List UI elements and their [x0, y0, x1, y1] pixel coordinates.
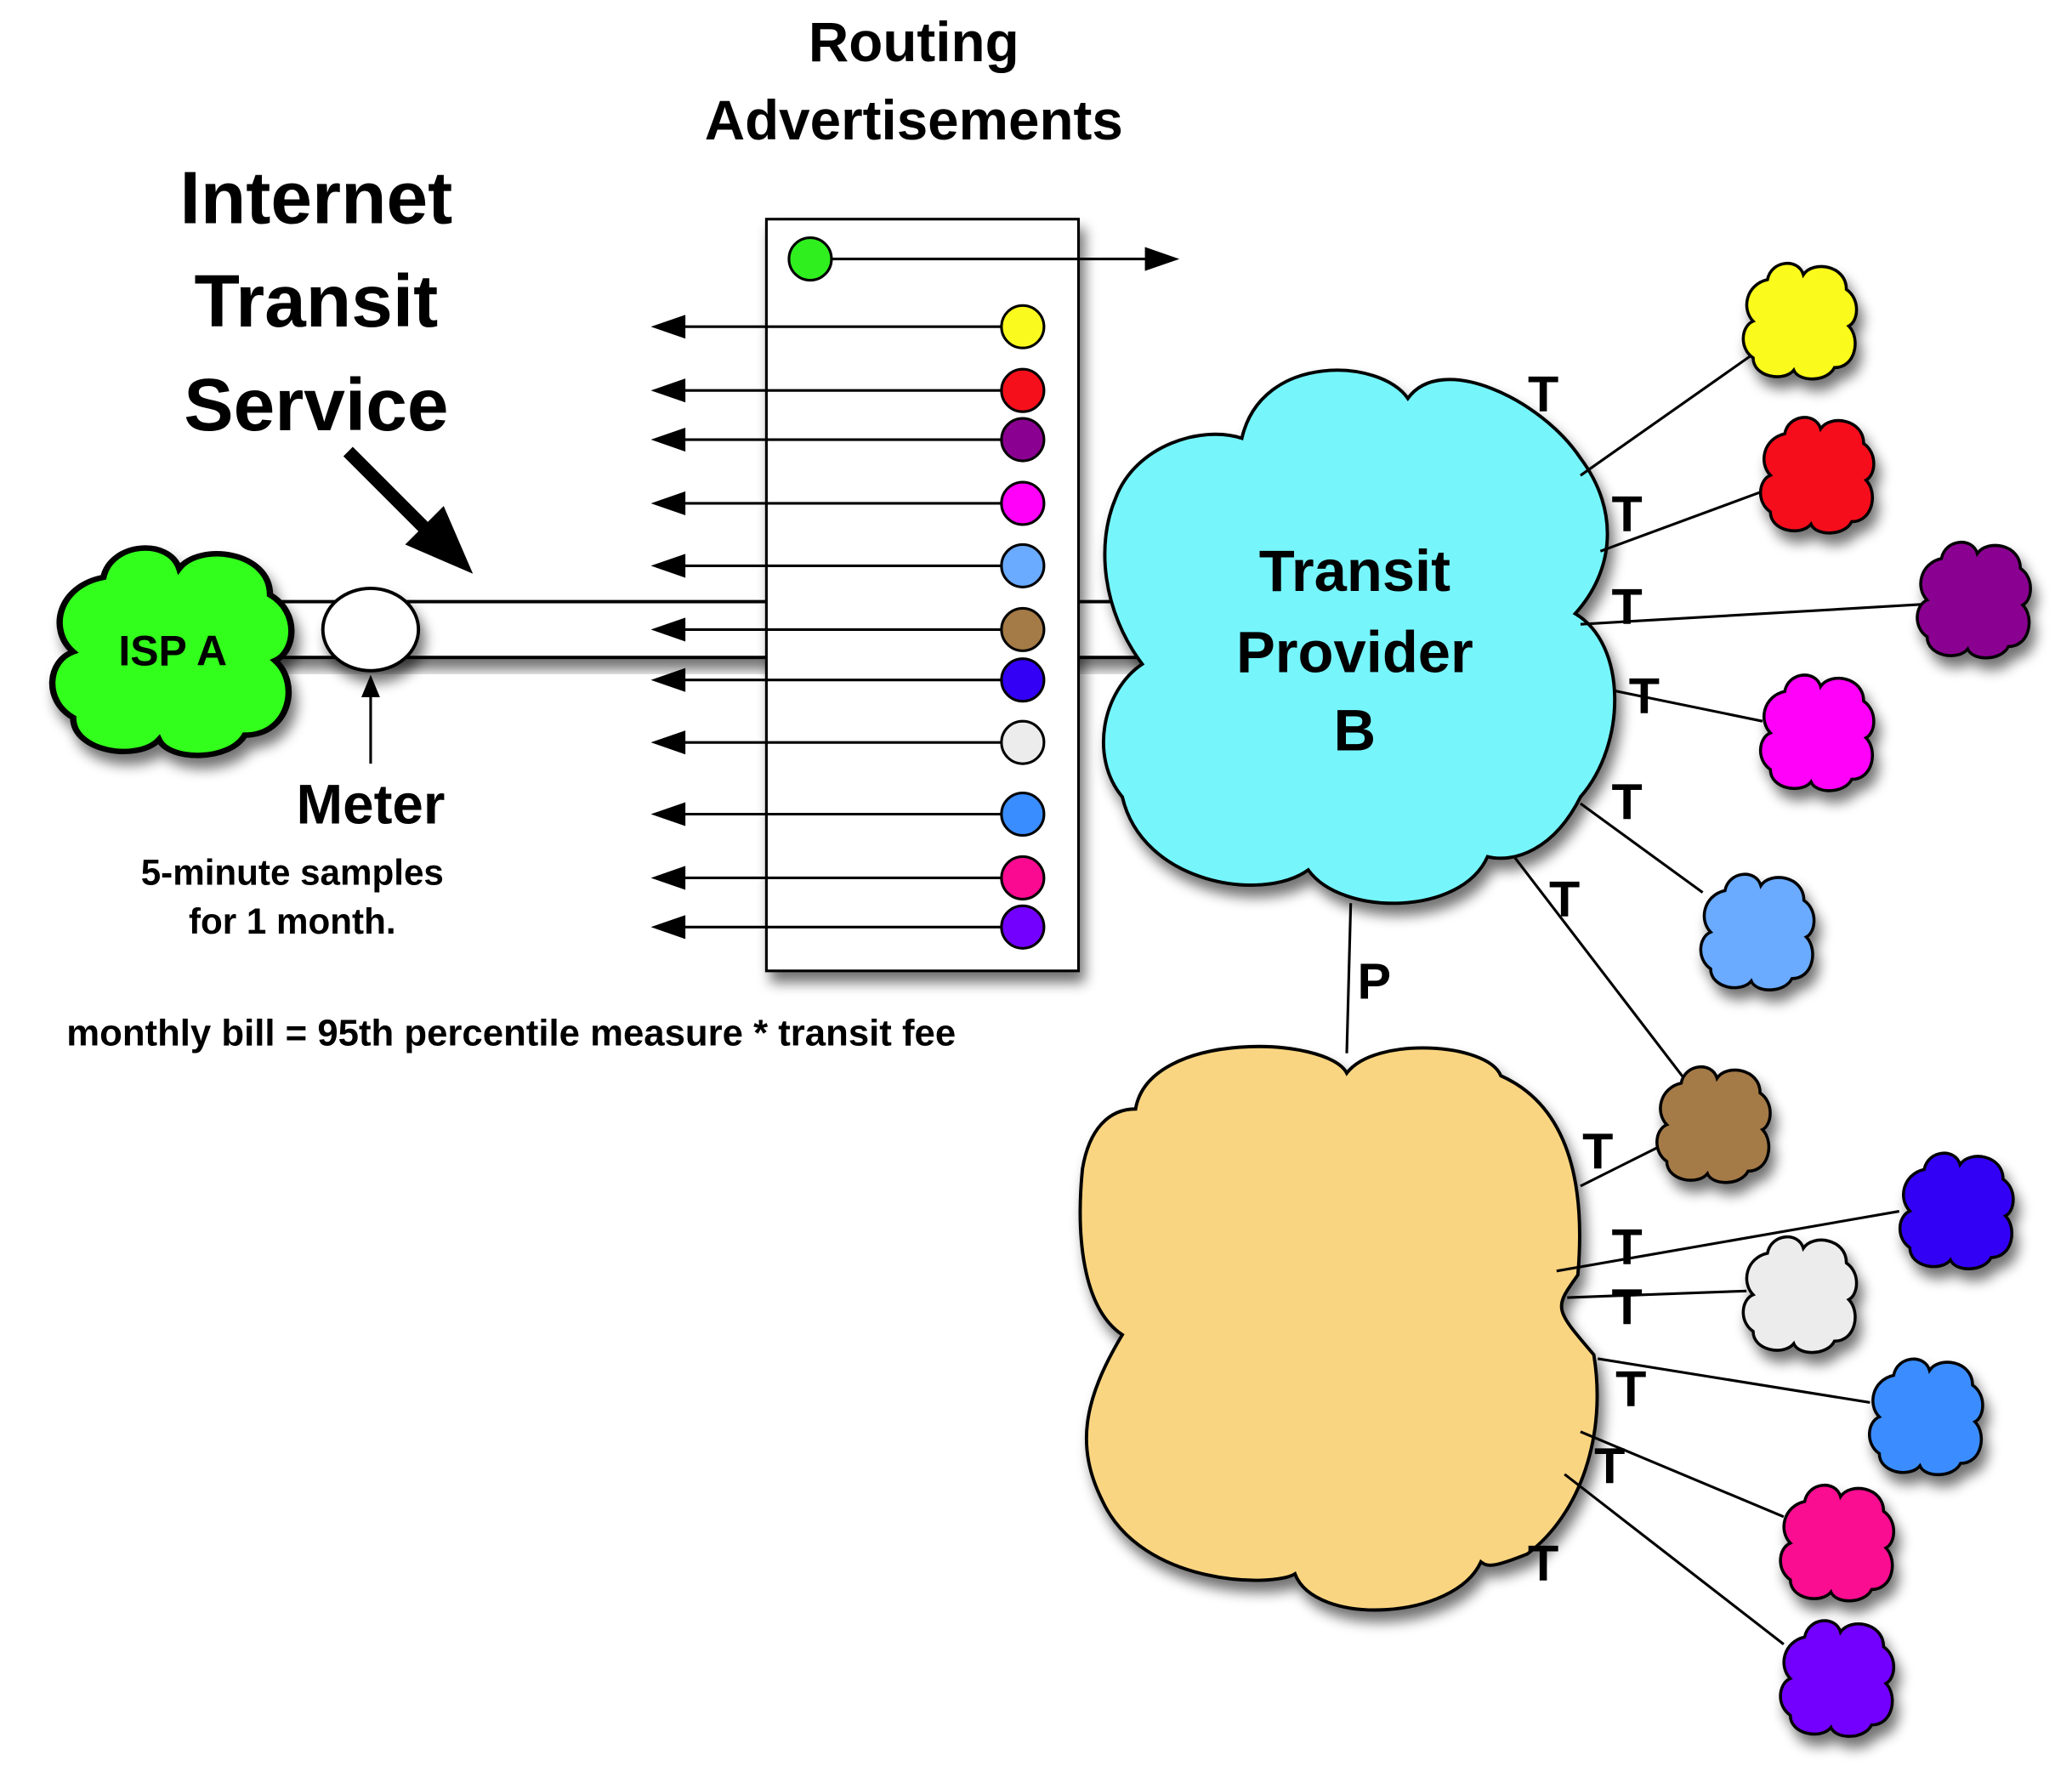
title-line-1: Internet	[180, 156, 453, 239]
isp-a-label: ISP A	[118, 628, 227, 675]
arrow-left-icon	[650, 667, 686, 692]
customer-cloud[interactable]	[1916, 540, 2032, 660]
meter-icon[interactable]	[321, 587, 421, 673]
transit-link-label: T	[1611, 1278, 1642, 1335]
customer-cloud[interactable]	[1741, 1235, 1859, 1355]
customer-cloud[interactable]	[1699, 872, 1816, 991]
route-dot	[1000, 480, 1046, 526]
arrow-left-icon	[650, 617, 686, 642]
advertisement-inbound-row	[650, 791, 1046, 838]
routing-header-line-2: Advertisements	[705, 89, 1123, 151]
customer-cloud[interactable]	[1779, 1483, 1896, 1603]
route-dot	[1000, 542, 1046, 588]
provider-b-label-line-3: B	[1334, 698, 1377, 764]
arrow-left-icon	[650, 554, 686, 578]
advertisement-inbound-row	[650, 657, 1046, 703]
meter-pointer-arrow-icon	[361, 674, 380, 764]
transit-link-label: T	[1615, 1360, 1646, 1417]
transit-link	[1579, 802, 1704, 894]
transit-link-label: T	[1611, 486, 1642, 542]
arrow-right-icon	[1144, 247, 1180, 271]
arrow-left-icon	[650, 730, 686, 755]
customer-cloud[interactable]	[1758, 416, 1876, 535]
meter-label: Meter	[296, 773, 445, 835]
billing-formula: monthly bill = 95th percentile measure *…	[66, 1012, 956, 1054]
route-dot	[1000, 417, 1046, 463]
transit-provider-b-cloud[interactable]	[1101, 368, 1617, 906]
route-dot	[1000, 304, 1046, 349]
arrow-left-icon	[650, 378, 686, 403]
advertisement-inbound-row	[650, 855, 1046, 901]
transit-link-label: T	[1611, 1218, 1642, 1275]
routing-advertisements-header: Routing Advertisements	[705, 11, 1123, 151]
advertisement-inbound-row	[650, 719, 1046, 765]
transit-links	[1513, 355, 1923, 1645]
customer-cloud[interactable]	[1741, 261, 1859, 381]
transit-link	[1597, 1357, 1870, 1405]
advertisement-inbound-row	[650, 542, 1046, 588]
transit-link-label: T	[1629, 667, 1660, 724]
advertisement-inbound-row	[650, 304, 1046, 349]
arrow-left-icon	[650, 427, 686, 452]
advertisement-inbound-row	[650, 480, 1046, 526]
transit-link-label: T	[1528, 1535, 1558, 1592]
transit-link	[1556, 1209, 1900, 1273]
advertisement-inbound-row	[650, 904, 1046, 950]
customer-cloud[interactable]	[1655, 1065, 1772, 1184]
customer-cloud[interactable]	[1867, 1357, 1984, 1477]
title-line-2: Transit	[195, 259, 439, 343]
route-dot	[1000, 657, 1046, 703]
advertisement-inbound-row	[650, 367, 1046, 413]
customer-clouds	[1655, 261, 2032, 1738]
arrow-left-icon	[650, 915, 686, 940]
arrow-left-icon	[650, 315, 686, 339]
title-internet-transit-service: Internet Transit Service	[180, 156, 453, 446]
transit-link	[1599, 490, 1763, 553]
transit-link-label: T	[1594, 1438, 1625, 1495]
transit-provider-b-label: Transit Provider B	[1236, 538, 1473, 763]
route-dot	[1000, 606, 1046, 652]
transit-link-label: T	[1549, 871, 1580, 928]
peering-link-label: P	[1358, 953, 1392, 1010]
provider-b-label-line-1: Transit	[1259, 538, 1450, 604]
meter-note-line-1: 5-minute samples	[141, 852, 444, 892]
peer-provider-cloud[interactable]	[1078, 1044, 1599, 1612]
routing-header-line-1: Routing	[809, 11, 1019, 73]
customer-cloud[interactable]	[1898, 1151, 2015, 1271]
transit-link	[1580, 355, 1751, 477]
provider-b-label-line-2: Provider	[1236, 619, 1473, 684]
route-dot	[1000, 719, 1046, 765]
customer-cloud[interactable]	[1758, 673, 1876, 792]
arrow-left-icon	[650, 802, 686, 826]
transit-link-label: T	[1528, 366, 1558, 423]
advertisement-outbound	[787, 236, 1180, 282]
advertisement-inbound-row	[650, 606, 1046, 652]
advertisement-inbound-row	[650, 417, 1046, 463]
customer-cloud[interactable]	[1779, 1619, 1896, 1738]
arrow-left-icon	[650, 491, 686, 516]
transit-link	[1613, 689, 1763, 723]
advertisement-rows	[650, 236, 1180, 950]
route-dot	[1000, 855, 1046, 901]
transit-link-label: T	[1611, 774, 1642, 831]
transit-link	[1580, 1430, 1785, 1519]
arrow-left-icon	[650, 866, 686, 890]
transit-link	[1564, 1473, 1785, 1645]
peering-link	[1345, 903, 1353, 1054]
title-line-3: Service	[184, 363, 448, 446]
route-dot	[787, 236, 833, 282]
transit-link-label: T	[1582, 1123, 1613, 1180]
transit-link	[1513, 855, 1685, 1080]
transit-link	[1567, 1289, 1747, 1299]
route-dot	[1000, 904, 1046, 950]
transit-link	[1580, 603, 1923, 626]
route-dot	[1000, 791, 1046, 838]
transit-link-label: T	[1611, 578, 1642, 635]
title-pointer-arrow-icon	[343, 446, 474, 574]
meter-note-line-2: for 1 month.	[189, 901, 396, 941]
route-dot	[1000, 367, 1046, 413]
